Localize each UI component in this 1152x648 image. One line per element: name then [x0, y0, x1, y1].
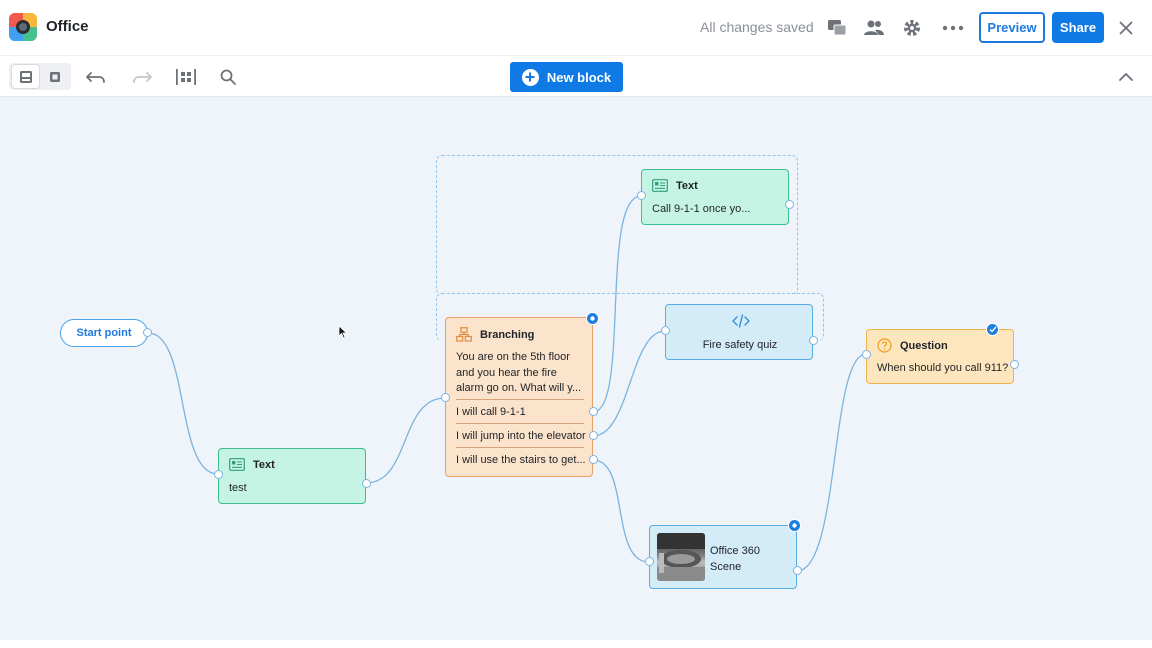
- scene-title-line: Office 360: [710, 545, 760, 557]
- branching-node-title: Branching: [480, 328, 535, 341]
- users-icon[interactable]: [862, 16, 886, 40]
- branching-input-port[interactable]: [441, 393, 450, 402]
- bottom-strip: [0, 640, 1152, 648]
- branching-text-line: alarm go on. What will y...: [456, 382, 582, 394]
- office-logo-icon: [9, 13, 37, 41]
- scene-title-line: Scene: [710, 560, 742, 573]
- scene-output-port[interactable]: [793, 566, 802, 575]
- option-divider: [456, 423, 584, 424]
- redo-icon[interactable]: [130, 65, 154, 89]
- question-node-body: When should you call 911?: [877, 362, 1009, 374]
- view-toggle: [9, 63, 71, 90]
- align-icon[interactable]: [174, 65, 198, 89]
- branching-option-2[interactable]: I will jump into the elevator: [456, 430, 586, 442]
- preview-button[interactable]: Preview: [979, 12, 1045, 43]
- text-test-output-port[interactable]: [362, 479, 371, 488]
- question-output-port[interactable]: [1010, 360, 1019, 369]
- editor-toolbar: New block: [0, 56, 1152, 97]
- option-divider: [456, 399, 584, 400]
- canvas-view-icon[interactable]: [41, 65, 68, 88]
- branching-node[interactable]: Branching You are on the 5th floor and y…: [445, 317, 593, 477]
- question-node-header: Question: [877, 338, 948, 353]
- question-node-title: Question: [900, 339, 948, 352]
- quiz-input-port[interactable]: [661, 326, 670, 335]
- selection-frame: [436, 155, 798, 295]
- undo-icon[interactable]: [84, 65, 108, 89]
- text-node-header: Text: [229, 458, 275, 471]
- text-node-body: Call 9-1-1 once yo...: [652, 203, 751, 215]
- wire-option1-to-text: [592, 195, 642, 413]
- mouse-cursor-icon: [338, 325, 348, 344]
- branching-text-line: and you hear the fire: [456, 366, 557, 379]
- info-badge-icon[interactable]: [788, 519, 801, 532]
- branching-node-header: Branching: [456, 327, 534, 342]
- app-header: Office All changes saved Preview Share: [0, 0, 1152, 56]
- info-badge-icon[interactable]: [586, 312, 599, 325]
- text-node-header: Text: [652, 179, 698, 192]
- text-block-icon: [229, 458, 245, 471]
- code-embed-icon: [732, 314, 750, 331]
- quiz-output-port[interactable]: [809, 336, 818, 345]
- question-input-port[interactable]: [862, 350, 871, 359]
- more-icon[interactable]: [941, 16, 965, 40]
- quiz-node-title: Fire safety quiz: [702, 339, 778, 351]
- option-1-output-port[interactable]: [589, 407, 598, 416]
- new-block-label: New block: [546, 69, 612, 85]
- close-icon[interactable]: [1114, 16, 1138, 40]
- scene-thumbnail: [657, 533, 705, 581]
- collapse-icon[interactable]: [1114, 65, 1138, 89]
- new-block-button[interactable]: New block: [510, 62, 623, 92]
- flow-canvas[interactable]: Start point Text test Branching You are …: [0, 97, 1152, 640]
- option-3-output-port[interactable]: [589, 455, 598, 464]
- branching-text-line: You are on the 5th floor: [456, 351, 570, 363]
- option-divider: [456, 447, 584, 448]
- branching-icon: [456, 327, 472, 342]
- question-icon: [877, 338, 892, 353]
- wire-option3-to-scene: [592, 459, 650, 563]
- save-status-text: All changes saved: [700, 19, 814, 35]
- text-node-body: test: [229, 482, 247, 494]
- scene-input-port[interactable]: [645, 557, 654, 566]
- plus-icon: [521, 68, 539, 86]
- text-test-input-port[interactable]: [214, 470, 223, 479]
- text-node-title: Text: [253, 458, 275, 471]
- wire-text-to-branching: [365, 397, 446, 484]
- question-node[interactable]: Question When should you call 911?: [866, 329, 1014, 384]
- option-2-output-port[interactable]: [589, 431, 598, 440]
- wire-scene-to-question: [796, 353, 867, 572]
- text-call-output-port[interactable]: [785, 200, 794, 209]
- quiz-node[interactable]: Fire safety quiz: [665, 304, 813, 360]
- text-node-title: Text: [676, 179, 698, 192]
- start-output-port[interactable]: [143, 328, 152, 337]
- search-icon[interactable]: [216, 65, 240, 89]
- scene-node[interactable]: Office 360 Scene: [649, 525, 797, 589]
- text-block-icon: [652, 179, 668, 192]
- connection-wires: [147, 195, 867, 572]
- editor-view-icon[interactable]: [12, 65, 39, 88]
- share-button[interactable]: Share: [1052, 12, 1104, 43]
- start-point-node[interactable]: Start point: [60, 319, 148, 347]
- branching-option-1[interactable]: I will call 9-1-1: [456, 406, 526, 418]
- app-title: Office: [46, 18, 89, 35]
- gear-icon[interactable]: [900, 16, 924, 40]
- branching-option-3[interactable]: I will use the stairs to get...: [456, 454, 586, 466]
- wire-start-to-text: [147, 332, 219, 475]
- scene-node-title: Office 360 Scene: [710, 544, 760, 575]
- selection-frame: [436, 293, 824, 341]
- text-node-test[interactable]: Text test: [218, 448, 366, 504]
- wire-option2-to-quiz: [592, 330, 666, 437]
- branching-question-text: You are on the 5th floor and you hear th…: [456, 350, 581, 397]
- text-node-call[interactable]: Text Call 9-1-1 once yo...: [641, 169, 789, 225]
- comments-icon[interactable]: [825, 16, 849, 40]
- text-call-input-port[interactable]: [637, 191, 646, 200]
- check-badge-icon[interactable]: [986, 323, 999, 336]
